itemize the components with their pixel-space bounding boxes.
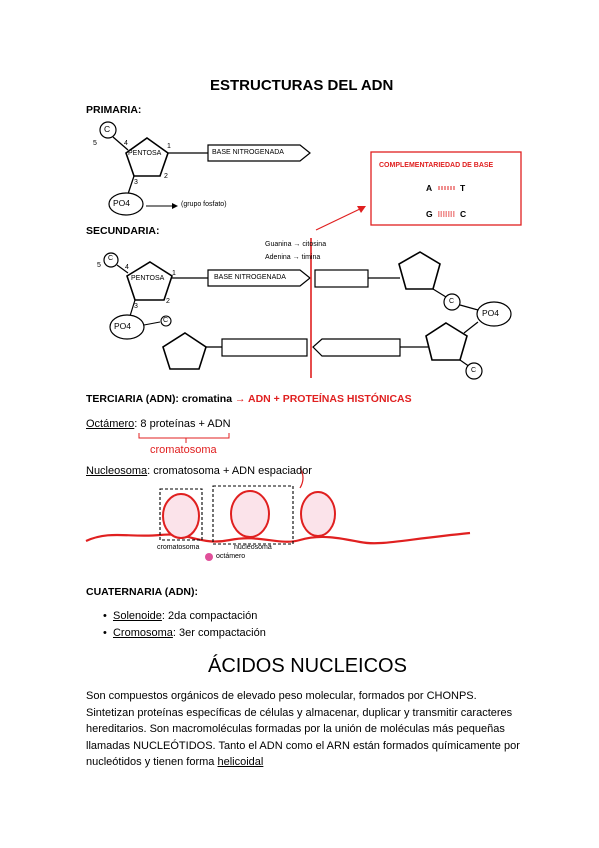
primaria-po4-label: PO4 bbox=[113, 198, 131, 208]
octamero-line: Octámero: 8 proteínas + ADN bbox=[86, 416, 231, 432]
secundaria-carbon: C bbox=[108, 255, 114, 262]
secundaria-base-label: BASE NITROGENADA bbox=[214, 274, 286, 281]
cuaternaria-heading: CUATERNARIA (ADN): bbox=[86, 586, 198, 598]
primaria-carbon-label: C bbox=[104, 124, 111, 134]
terciaria-heading-red: ADN + PROTEÍNAS HISTÓNICAS bbox=[247, 393, 412, 405]
terciaria-heading-black: TERCIARIA (ADN): cromatina bbox=[86, 393, 233, 405]
comp-t: T bbox=[460, 183, 466, 193]
bullet-icon: • bbox=[103, 627, 107, 639]
complementariedad-title: COMPLEMENTARIEDAD DE BASE bbox=[379, 162, 494, 169]
secundaria-n3: 3 bbox=[134, 303, 138, 310]
nucleosoma-label: Nucleosoma bbox=[86, 465, 148, 477]
secundaria-n2: 2 bbox=[166, 298, 170, 305]
diagram-octamero-label: octámero bbox=[216, 553, 246, 560]
acidos-last-word: helicoidal bbox=[217, 756, 264, 768]
cromatosoma-annotation: cromatosoma bbox=[150, 444, 217, 456]
primaria-n2: 2 bbox=[164, 173, 168, 180]
acidos-paragraph: Son compuestos orgánicos de elevado peso… bbox=[86, 688, 526, 771]
cuaternaria-item: • Cromosoma: 3er compactación bbox=[103, 625, 266, 641]
diagram-nucleosoma-label: nucleosoma bbox=[234, 544, 272, 551]
diagram-cromatosoma-label: cromatosoma bbox=[157, 544, 200, 551]
primaria-pentosa: PENTOSA bbox=[128, 150, 162, 157]
octamero-text: : 8 proteínas + ADN bbox=[134, 418, 231, 430]
solenoide-text: : 2da compactación bbox=[161, 610, 258, 622]
cuaternaria-item: • Solenoide: 2da compactación bbox=[103, 608, 257, 624]
secundaria-pair1: Guanina → citosina bbox=[265, 241, 327, 248]
comp-c: C bbox=[460, 209, 467, 219]
bullet-icon: • bbox=[103, 610, 107, 622]
primaria-grupo-label: (grupo fosfato) bbox=[181, 201, 227, 208]
primaria-carbon-circle bbox=[99, 121, 117, 139]
nucleosoma-text: : cromatosoma + ADN espaciador bbox=[147, 465, 312, 477]
primaria-heading: PRIMARIA: bbox=[86, 104, 142, 116]
primaria-n5: 5 bbox=[93, 140, 97, 147]
primaria-base-arrow bbox=[207, 144, 311, 162]
page-title: ESTRUCTURAS DEL ADN bbox=[210, 77, 394, 94]
nucleosoma-line: Nucleosoma: cromatosoma + ADN espaciador bbox=[86, 463, 312, 479]
primaria-n3: 3 bbox=[134, 179, 138, 186]
primaria-po4-ellipse bbox=[108, 192, 144, 216]
secundaria-heading: SECUNDARIA: bbox=[86, 225, 160, 237]
solenoide-label: Solenoide bbox=[112, 610, 162, 622]
terciaria-heading: TERCIARIA (ADN): cromatina → ADN + PROTE… bbox=[86, 393, 412, 405]
acidos-paragraph-text: Son compuestos orgánicos de elevado peso… bbox=[86, 690, 520, 768]
terciaria-arrow: → bbox=[234, 393, 246, 405]
secundaria-po4-right: PO4 bbox=[482, 308, 500, 318]
cromosoma-text: : 3er compactación bbox=[172, 627, 266, 639]
octamero-label: Octámero bbox=[86, 418, 135, 430]
comp-g: G bbox=[426, 209, 433, 219]
secundaria-pair2: Adenina → timina bbox=[265, 254, 321, 261]
secundaria-c-right2: C bbox=[471, 367, 477, 374]
secundaria-c-small: C bbox=[163, 317, 169, 324]
primaria-base-label: BASE NITROGENADA bbox=[212, 149, 284, 156]
primaria-n4: 4 bbox=[124, 140, 128, 147]
secundaria-n5: 5 bbox=[97, 262, 101, 269]
secundaria-po4-left: PO4 bbox=[114, 321, 132, 331]
secundaria-n4: 4 bbox=[125, 264, 129, 271]
comp-a: A bbox=[426, 183, 433, 193]
primaria-n1: 1 bbox=[167, 143, 171, 150]
primaria-pentose bbox=[125, 137, 169, 177]
secundaria-n1: 1 bbox=[172, 270, 176, 277]
cromosoma-label: Cromosoma bbox=[112, 627, 173, 639]
acidos-title: ÁCIDOS NUCLEICOS bbox=[208, 655, 407, 677]
secundaria-pentosa: PENTOSA bbox=[131, 275, 165, 282]
secundaria-c-right1: C bbox=[449, 298, 455, 305]
